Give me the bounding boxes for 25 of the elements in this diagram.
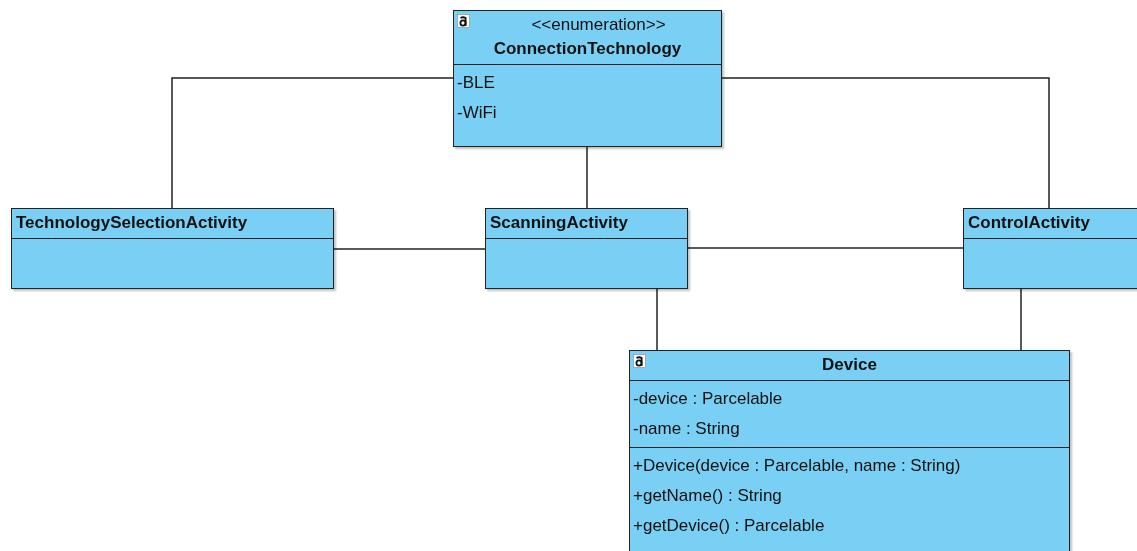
- attribute-text: -device : Parcelable: [633, 388, 783, 410]
- operation-text: +getDevice() : Parcelable: [633, 515, 825, 537]
- operation-text: +Device(device : Parcelable, name : String): [633, 455, 961, 477]
- operation-text: +getName() : String: [633, 485, 782, 507]
- class-name: ConnectionTechnology: [493, 38, 682, 60]
- association-line: [333, 248, 486, 250]
- class-box: [629, 350, 1070, 551]
- association-line: [586, 146, 588, 209]
- attribute-text: -WiFi: [457, 102, 497, 124]
- class-box: [11, 208, 334, 289]
- class-box: [485, 208, 688, 289]
- association-line: [687, 247, 964, 249]
- attribute-text: -BLE: [457, 72, 495, 94]
- association-line: [721, 77, 1050, 209]
- class-box: [453, 10, 722, 147]
- class-name: TechnologySelectionActivity: [16, 212, 248, 234]
- association-line: [171, 77, 454, 209]
- stereotype-label: <<enumeration>>: [530, 14, 666, 36]
- class-name: ControlActivity: [968, 212, 1090, 234]
- association-line: [1020, 288, 1022, 351]
- class-box: [963, 208, 1137, 289]
- class-name: Device: [822, 354, 877, 376]
- attribute-text: -name : String: [633, 418, 740, 440]
- association-line: [656, 288, 658, 351]
- class-name: ScanningActivity: [490, 212, 628, 234]
